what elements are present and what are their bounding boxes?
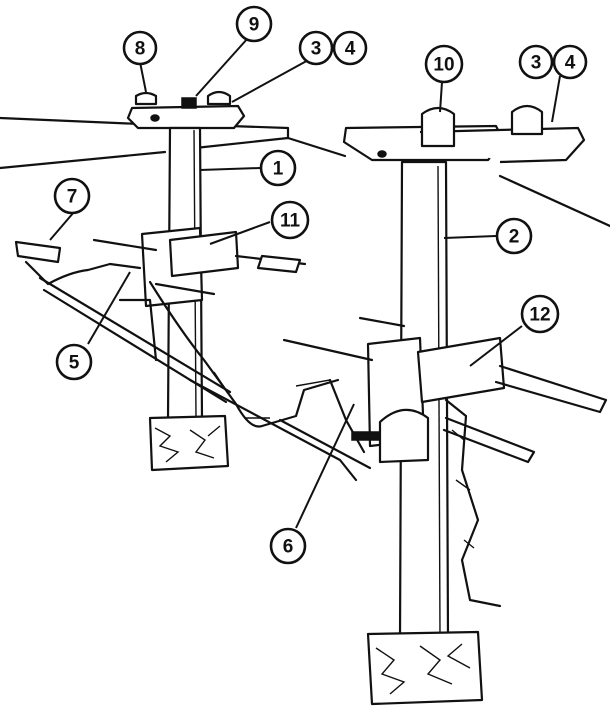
callout-12-label: 12 (529, 305, 550, 326)
left-top-plate (126, 104, 246, 130)
leader-2 (443, 235, 497, 239)
left-cap-3-4 (206, 90, 232, 106)
room-edges (0, 116, 610, 228)
callout-3-left-label: 3 (311, 39, 322, 60)
callout-6: 6 (269, 527, 307, 565)
right-arm-lower (442, 416, 536, 464)
callout-8-label: 8 (135, 39, 146, 60)
right-cap-3-4 (510, 104, 544, 136)
left-arm-lower (154, 282, 216, 296)
right-post-assembly (282, 104, 608, 706)
callout-11-label: 11 (280, 211, 301, 232)
callout-4-right-circle (552, 44, 588, 80)
callout-1-circle (259, 149, 297, 187)
callout-3-right-label: 3 (531, 53, 542, 74)
callout-3-left: 3 (298, 30, 334, 66)
callout-3-left-circle (298, 30, 334, 66)
leader-9 (195, 37, 249, 97)
callout-9-label: 9 (249, 15, 260, 36)
leader-10 (439, 81, 443, 113)
callout-4-left-label: 4 (345, 39, 356, 60)
callout-10: 10 (424, 44, 464, 84)
leader-6 (295, 403, 355, 529)
right-arm-top (358, 316, 406, 328)
rear-wall-line-left (0, 116, 142, 126)
callout-4-right-label: 4 (565, 53, 576, 74)
callout-5-label: 5 (69, 353, 80, 374)
callout-9: 9 (235, 5, 273, 43)
callout-3-right: 3 (518, 44, 554, 80)
left-arm-rear (92, 238, 158, 252)
right-arm-rear (282, 338, 374, 362)
right-trench-segment (328, 378, 366, 454)
callout-2-label: 2 (509, 227, 520, 248)
left-arm-foot (256, 254, 302, 274)
callout-5-circle (55, 343, 93, 381)
right-cable-texture (451, 429, 475, 549)
callout-2-circle (495, 217, 533, 255)
callout-4-right: 4 (552, 44, 588, 80)
left-cap-8 (134, 91, 158, 106)
left-arm-pad-11 (168, 230, 240, 278)
leader-11 (209, 221, 271, 245)
callout-1-label: 1 (273, 159, 284, 180)
rear-wall-corner (228, 124, 290, 140)
callout-12-circle (520, 294, 560, 334)
left-center-block (181, 97, 197, 109)
callout-11-circle (270, 200, 310, 240)
callout-8-circle (122, 30, 158, 66)
floor-line-center (193, 136, 347, 158)
callout-3-right-circle (518, 44, 554, 80)
leader-8 (139, 61, 147, 93)
callout-9-circle (235, 5, 273, 43)
callout-2: 2 (495, 217, 533, 255)
right-hub (378, 408, 430, 464)
callout-7-label: 7 (67, 187, 78, 208)
leader-1 (199, 167, 261, 171)
right-cap-10 (420, 106, 456, 148)
left-concrete-base (148, 414, 230, 472)
left-plate-bolt (150, 114, 160, 122)
right-concrete-texture (375, 643, 471, 695)
callout-7-circle (53, 177, 91, 215)
leader-3-4-left (231, 57, 313, 103)
callout-6-label: 6 (283, 537, 294, 558)
right-cable (444, 398, 502, 608)
left-floor-rail-top (38, 276, 232, 394)
leader-7 (49, 211, 75, 241)
leader-lines (49, 37, 561, 529)
callout-10-label: 10 (433, 55, 454, 76)
left-end-block-7 (14, 240, 62, 264)
callout-6-circle (269, 527, 307, 565)
floor-line-left (0, 150, 167, 170)
left-hanger (118, 298, 158, 362)
right-concrete-base (366, 630, 484, 706)
callout-4-left-circle (332, 30, 368, 66)
callout-7: 7 (53, 177, 91, 215)
leader-3-4-right (551, 75, 561, 123)
trench-texture (213, 371, 331, 419)
left-post-assembly (14, 90, 307, 472)
leader-12 (469, 325, 523, 367)
callout-12: 12 (520, 294, 560, 334)
left-concrete-texture (154, 425, 221, 463)
right-post-shade (437, 165, 441, 637)
callout-10-circle (424, 44, 464, 84)
right-arm-pad-12 (416, 336, 506, 404)
callout-4-left: 4 (332, 30, 368, 66)
floor-trench (148, 280, 372, 482)
callout-8: 8 (122, 30, 158, 66)
trench-lower-edge (188, 378, 358, 482)
callout-1: 1 (259, 149, 297, 187)
callout-11: 11 (270, 200, 310, 240)
leader-5 (87, 271, 131, 345)
trench-floor-line (278, 418, 372, 470)
right-plate-bolt (377, 150, 387, 158)
right-arm-front (494, 364, 608, 414)
callout-5: 5 (55, 343, 93, 381)
floor-line-right (498, 174, 610, 228)
right-hub-block (351, 431, 381, 441)
